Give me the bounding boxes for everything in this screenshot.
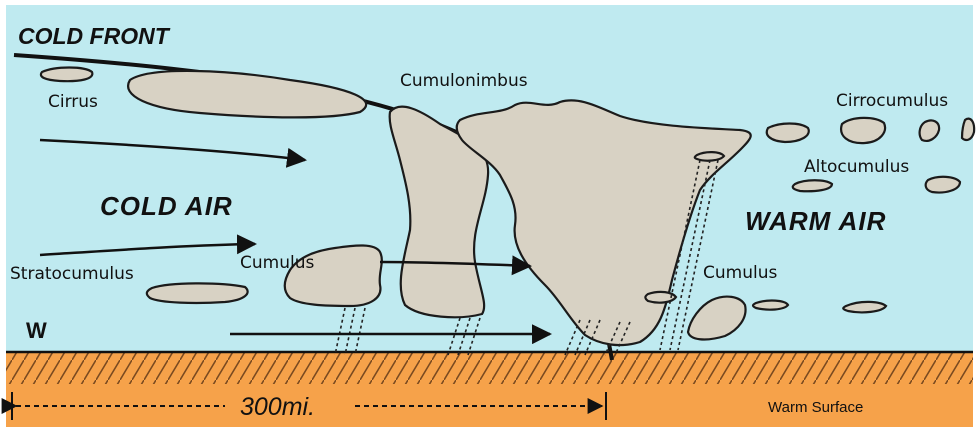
label-cumulus-right: Cumulus bbox=[703, 263, 777, 283]
cirrocumulus-cloud bbox=[962, 119, 974, 140]
label-cirrocumulus: Cirrocumulus bbox=[836, 91, 948, 111]
cirrocumulus-cloud bbox=[767, 124, 809, 143]
cirrus-cloud-small bbox=[41, 68, 92, 82]
label-cumulus-left: Cumulus bbox=[240, 253, 314, 273]
altocumulus-cloud bbox=[926, 177, 960, 193]
title: COLD FRONT bbox=[18, 23, 171, 49]
stratocumulus-cloud bbox=[147, 283, 248, 303]
label-cold-air: COLD AIR bbox=[100, 191, 233, 221]
arrow-right-icon bbox=[230, 334, 550, 335]
label-warm-air: WARM AIR bbox=[745, 206, 886, 236]
sky bbox=[6, 5, 973, 352]
label-distance: 300mi. bbox=[240, 393, 315, 421]
label-warm-surface: Warm Surface bbox=[768, 399, 863, 416]
label-west: W bbox=[26, 318, 47, 343]
altocumulus-cloud bbox=[793, 180, 832, 191]
label-stratocumulus: Stratocumulus bbox=[10, 264, 134, 284]
small-cloud bbox=[695, 152, 724, 161]
label-cumulonimbus: Cumulonimbus bbox=[400, 71, 528, 91]
label-cirrus: Cirrus bbox=[48, 92, 98, 112]
label-altocumulus: Altocumulus bbox=[804, 157, 909, 177]
small-cloud bbox=[753, 301, 788, 310]
cirrocumulus-cloud bbox=[841, 118, 885, 143]
